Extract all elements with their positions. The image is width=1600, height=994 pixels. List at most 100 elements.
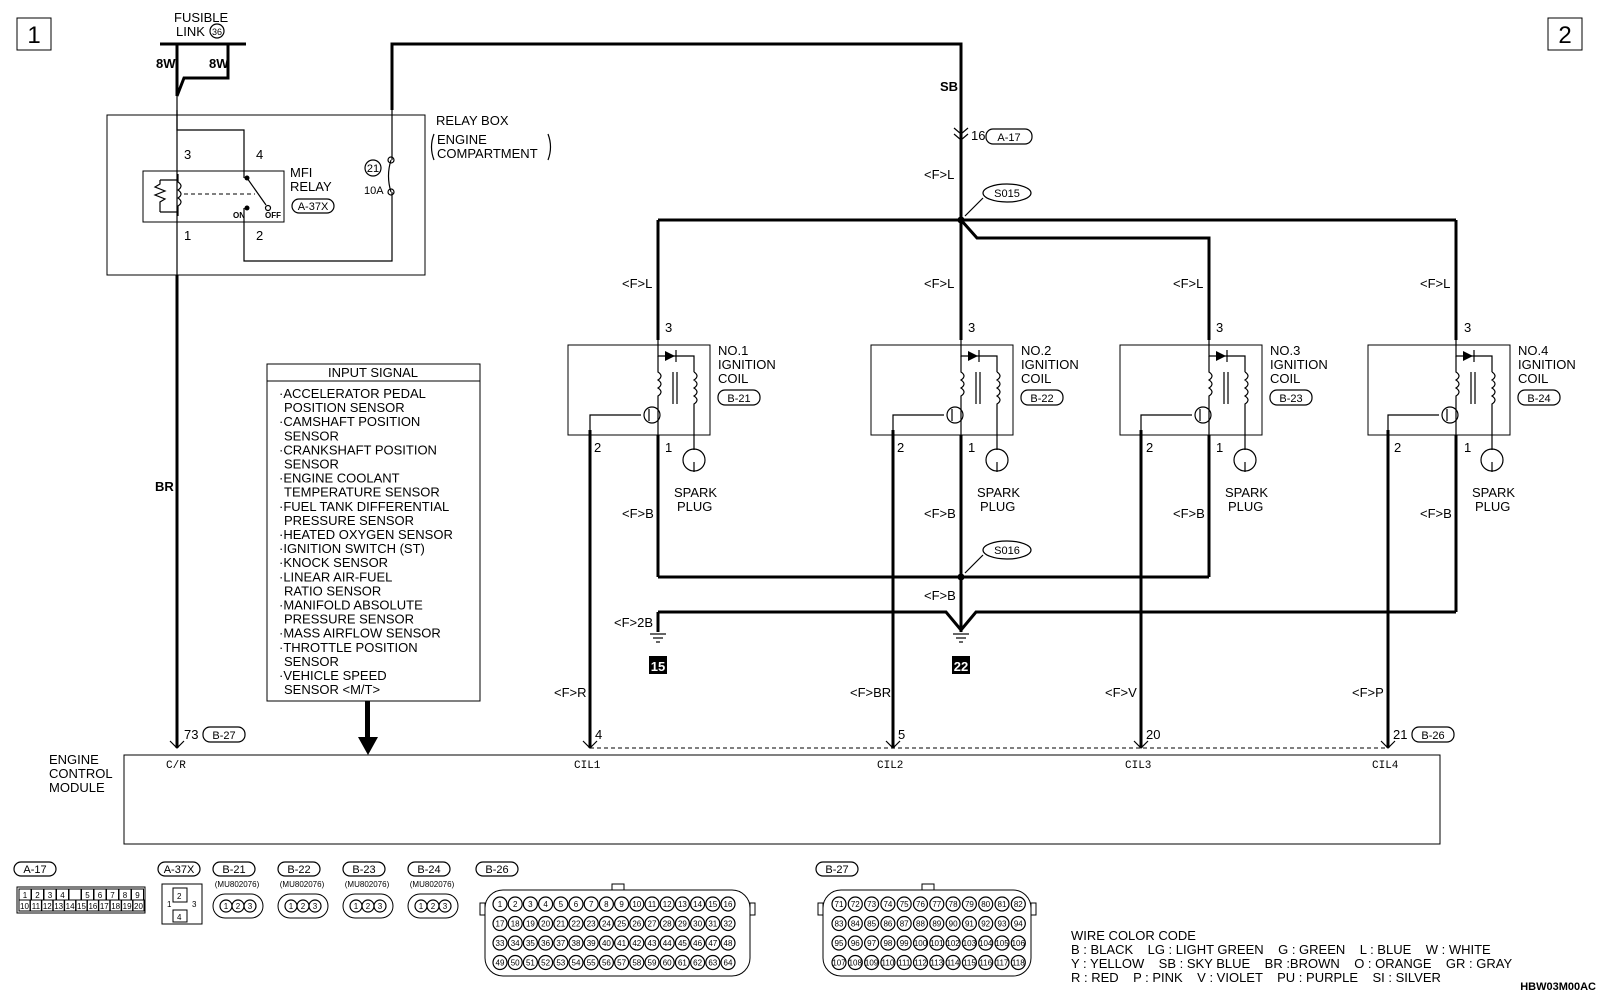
a37x-pin-2: 2 [177, 892, 182, 901]
relay-box-sub1: ENGINE [437, 132, 487, 147]
page-marker-left [16, 17, 52, 51]
a17-pin: 16 [88, 902, 97, 911]
connector-pin: 10 [632, 900, 641, 909]
a37x-pin-4: 4 [177, 913, 182, 922]
connector-label: B-24 [417, 864, 440, 876]
input-signal-title: INPUT SIGNAL [328, 365, 418, 380]
input-signal-item: ·LINEAR AIR-FUEL [279, 569, 392, 584]
ecm-pin-4: 4 [595, 727, 602, 742]
wire-br: BR [155, 479, 174, 494]
connector-pin: 44 [663, 939, 672, 948]
connector-pin: 18 [511, 920, 520, 929]
connector-label: B-21 [222, 864, 245, 876]
input-signal-item: ·KNOCK SENSOR [279, 555, 388, 570]
wire-fp: <F>P [1352, 685, 1384, 700]
coil2-secondary-icon [995, 371, 1001, 450]
connector-b26-label: B-26 [485, 864, 508, 876]
wire-fb-2: <F>B [924, 506, 956, 521]
coil3-secondary-icon [1243, 371, 1249, 450]
splice-s015 [982, 183, 1032, 203]
connector-pin: 62 [693, 959, 702, 968]
connector-pin: 38 [572, 939, 581, 948]
input-signal-item: ·MANIFOLD ABSOLUTE [279, 598, 423, 613]
a17-pin: 20 [134, 902, 143, 911]
connector-pin: 72 [851, 900, 860, 909]
coil1-pin-3: 3 [665, 320, 672, 335]
connector-pin: 86 [883, 920, 892, 929]
a17-pin: 7 [110, 891, 115, 900]
a17-pin: 1 [23, 891, 28, 900]
mfi-relay-pin-2: 2 [256, 228, 263, 243]
connector-pin: 78 [949, 900, 958, 909]
wire-fbr: <F>BR [850, 685, 891, 700]
connector-pin: 74 [883, 900, 892, 909]
connector-pin: 71 [835, 900, 844, 909]
mfi-relay-pin-4: 4 [256, 147, 263, 162]
connector-pin: 107 [832, 959, 846, 968]
engine-control-module: ENGINE CONTROL MODULE 73 B-27 C/R 4 CIL1… [49, 726, 1455, 845]
fusible-link-number: 36 [212, 27, 222, 37]
connector-pin: 61 [678, 959, 687, 968]
wire-8w-right: 8W [209, 56, 229, 71]
coil1-diode-icon [665, 351, 675, 361]
input-signal-item: TEMPERATURE SENSOR [284, 485, 440, 500]
spark-plug-4-label-2: PLUG [1475, 499, 1510, 514]
connector-pin: 53 [556, 959, 565, 968]
ecm-pin-cr: C/R [166, 760, 186, 772]
connector-pin: 17 [496, 920, 505, 929]
a17-pin: 8 [123, 891, 128, 900]
page-marker-right-text: 2 [1558, 22, 1571, 49]
coil3-pin-3: 3 [1216, 320, 1223, 335]
coil1-pin-1: 1 [665, 440, 672, 455]
connector-pin: 54 [572, 959, 581, 968]
coil1-label-1: NO.1 [718, 343, 748, 358]
spark-plug-3-label-2: PLUG [1228, 499, 1263, 514]
coil4-pin-1: 1 [1464, 440, 1471, 455]
ecm-label-3: MODULE [49, 780, 105, 795]
connector-pin: 34 [511, 939, 520, 948]
connector-pin: 79 [965, 900, 974, 909]
ground-15-label: 15 [651, 659, 665, 674]
connector-pin: 108 [849, 959, 863, 968]
connector-pin: 109 [865, 959, 879, 968]
ground-22-icon: 22 [952, 633, 970, 674]
ecm-pin-cil2: CIL2 [877, 760, 903, 772]
connector-pin: 43 [648, 939, 657, 948]
coil1-secondary-icon [692, 371, 698, 450]
connector-pin: 97 [867, 939, 876, 948]
connector-pin: 49 [496, 959, 505, 968]
spark-plug-1-label-1: SPARK [674, 485, 717, 500]
connector-pin: 42 [632, 939, 641, 948]
connector-pin: 116 [979, 959, 992, 968]
coil4-diode-icon [1463, 351, 1473, 361]
connector-pin: 15 [708, 900, 717, 909]
ecm-b27-connector: B-27 [212, 730, 235, 742]
input-signal-item: ·HEATED OXYGEN SENSOR [279, 527, 453, 542]
connector-pin: 92 [981, 920, 990, 929]
wire-fb-s016: <F>B [924, 588, 956, 603]
connector-pin: 13 [678, 900, 687, 909]
connector-label: B-23 [352, 864, 375, 876]
connector-pin: 90 [949, 920, 958, 929]
connector-pin: 113 [930, 959, 943, 968]
connector-pin: 46 [693, 939, 702, 948]
connector-pin: 35 [526, 939, 535, 948]
connector-pin: 19 [526, 920, 535, 929]
coil4-pin-2: 2 [1394, 440, 1401, 455]
coil1-connector: B-21 [727, 393, 750, 405]
wire-fb-3: <F>B [1173, 506, 1205, 521]
input-signal-item: ·FUEL TANK DIFFERENTIAL [279, 499, 449, 514]
connector-pin: 52 [541, 959, 550, 968]
connector-a37x-label: A-37X [164, 864, 195, 876]
connector-part-number: (MU802076) [345, 880, 390, 889]
connector-pin: 96 [851, 939, 860, 948]
coil2-label-3: COIL [1021, 371, 1051, 386]
coil2-transistor-icon [946, 406, 964, 424]
fusible-link-label: FUSIBLE [174, 10, 229, 25]
input-signal-item: POSITION SENSOR [284, 400, 405, 415]
ecm-pin-20: 20 [1146, 727, 1160, 742]
splice-s016 [982, 540, 1032, 560]
